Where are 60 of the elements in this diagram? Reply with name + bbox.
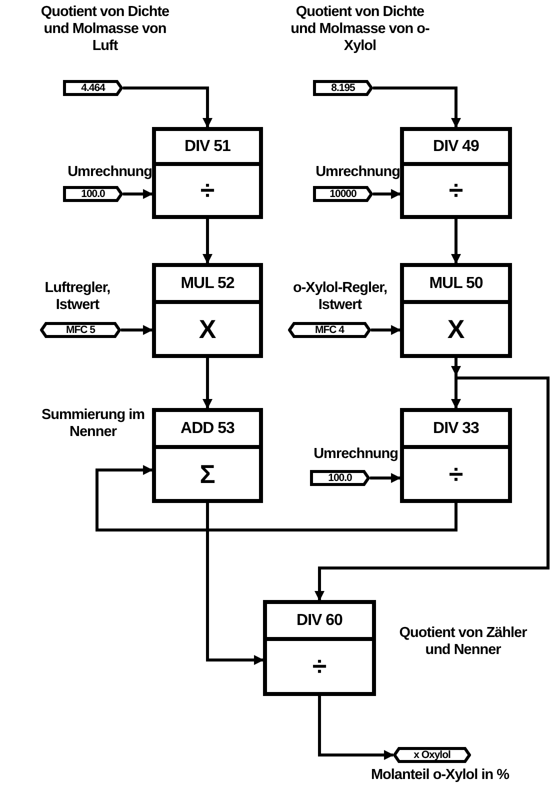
arrow [373,189,401,199]
function-block [400,127,512,219]
tag-value: 10000 [330,188,356,200]
arrow [318,696,394,760]
tag-value: 8.195 [331,82,355,94]
block-label: DIV 33 [433,420,479,438]
operator-symbol: X [447,314,465,344]
arrow [202,219,212,264]
tag-value: x Oxylol [414,749,450,761]
operator-symbol: ÷ [312,651,327,682]
annotation-text: o-Xylol-Regler, Istwert [292,280,388,314]
annotation-text: Quotient von Zähler und Nenner [398,625,528,659]
annotation-text: Umrechnung [66,164,152,181]
operator-symbol: Σ [200,458,216,490]
annotation-text: Umrechnung [314,164,400,181]
block-label: ADD 53 [180,420,234,438]
block-label: MUL 52 [180,274,234,292]
annotation-text: Quotient von Dichte und Molmasse von o-Xylol [290,4,430,55]
function-block [400,408,512,503]
tag-value: 100.0 [81,188,105,200]
tag-value: MFC 5 [66,324,95,336]
arrow [370,473,401,483]
arrow [123,189,153,199]
tag-value: MFC 4 [315,324,344,336]
signal-tag [40,322,121,338]
annotation-text: Summierung im Nenner [40,407,146,441]
function-block [263,600,376,696]
arrow [206,503,264,665]
function-block [152,127,263,219]
operator-symbol: ÷ [200,175,215,206]
signal-tag [288,322,371,338]
tag-value: 4.464 [81,82,105,94]
signal-tag [393,747,471,763]
block-label: DIV 60 [296,612,342,630]
function-block [152,408,263,503]
annotation-text: Luftregler, Istwert [44,280,112,314]
operator-symbol: ÷ [448,458,464,490]
operator-symbol: ÷ [448,175,464,206]
arrow [202,358,212,409]
function-block [152,263,263,358]
constant-tag [313,80,373,96]
arrow [373,86,461,128]
tag-value: 100.0 [328,472,352,484]
annotation-text: Molanteil o-Xylol in % [370,767,510,784]
arrow [96,465,458,532]
arrow [451,219,461,264]
arrow [121,325,153,335]
constant-tag [63,186,123,202]
arrow [371,325,401,335]
block-label: DIV 51 [184,138,230,156]
function-block [400,263,512,358]
constant-tag [313,186,373,202]
annotation-text: Quotient von Dichte und Molmasse von Luft [40,4,170,55]
block-label: MUL 50 [429,274,483,292]
arrow [123,86,212,128]
constant-tag [63,80,123,96]
operator-symbol: X [198,314,216,344]
constant-tag [310,470,370,486]
annotation-text: Umrechnung [312,446,398,463]
block-label: DIV 49 [433,138,479,156]
